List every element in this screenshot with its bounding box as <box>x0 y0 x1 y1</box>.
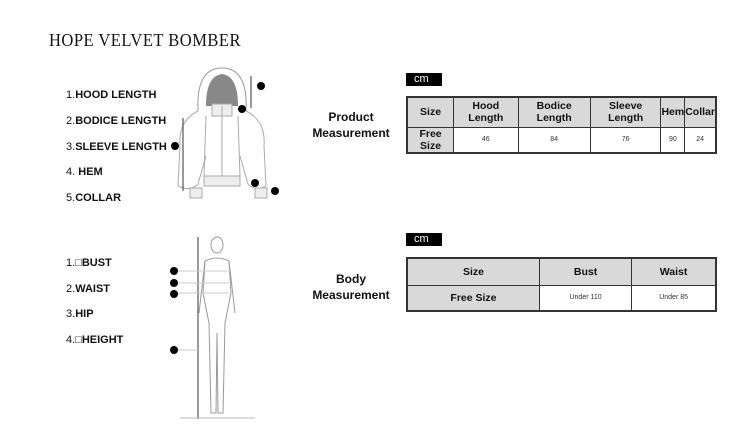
label-number: 4. <box>66 334 76 346</box>
label-number: 3. <box>66 141 76 153</box>
column-header: Hem <box>660 96 686 128</box>
measurement-label: 2.WAIST <box>66 283 110 295</box>
table-cell: 24 <box>684 126 717 154</box>
table-cell: Under 110 <box>538 284 633 312</box>
column-header: Waist <box>631 257 717 286</box>
column-header: Size <box>406 96 455 128</box>
column-header: Bust <box>538 257 633 286</box>
measurement-label: 1.HOOD LENGTH <box>66 89 156 101</box>
table-cell: 46 <box>453 126 519 154</box>
measurement-label: 2.BODICE LENGTH <box>66 115 166 127</box>
table-cell: 90 <box>660 126 686 154</box>
table-cell: 76 <box>589 126 662 154</box>
measurement-label: 3.HIP <box>66 308 94 320</box>
column-header: Bodice Length <box>517 96 591 128</box>
body-unit-badge: cm <box>406 233 442 246</box>
label-number: 3. <box>66 308 76 320</box>
measurement-label: 3.SLEEVE LENGTH <box>66 141 167 153</box>
label-text: WAIST <box>75 283 111 295</box>
label-number: 2. <box>66 283 76 295</box>
label-text: HEM <box>75 166 103 178</box>
label-text: HIP <box>75 308 94 320</box>
row-header: Free Size <box>406 284 540 312</box>
product-measurement-heading: Product Measurement <box>312 110 390 140</box>
label-number: 2. <box>66 115 76 127</box>
label-text: SLEEVE LENGTH <box>75 141 167 153</box>
label-text: HOOD LENGTH <box>75 89 157 101</box>
column-header: Hood Length <box>453 96 519 128</box>
row-header: Free Size <box>406 126 455 154</box>
column-header: Size <box>406 257 540 286</box>
column-header: Sleeve Length <box>589 96 662 128</box>
label-number: 1. <box>66 257 76 269</box>
table-cell: Under 85 <box>631 284 717 312</box>
label-text: □HEIGHT <box>75 334 124 346</box>
product-title: HOPE VELVET BOMBER <box>49 30 242 50</box>
measurement-label: 4. HEM <box>66 166 103 178</box>
jacket-illustration <box>171 67 279 199</box>
label-number: 4. <box>66 166 76 178</box>
measurement-label: 5.COLLAR <box>66 192 121 204</box>
label-text: BODICE LENGTH <box>75 115 167 127</box>
label-text: COLLAR <box>75 192 122 204</box>
column-header: Collar <box>684 96 717 128</box>
body-figure-illustration <box>170 236 255 419</box>
body-measurement-heading: Body Measurement <box>312 272 390 302</box>
label-number: 1. <box>66 89 76 101</box>
label-text: □BUST <box>75 257 112 269</box>
product-unit-badge: cm <box>406 73 442 86</box>
measurement-label: 4.□HEIGHT <box>66 334 123 346</box>
table-cell: 84 <box>517 126 591 154</box>
label-number: 5. <box>66 192 76 204</box>
measurement-label: 1.□BUST <box>66 257 112 269</box>
